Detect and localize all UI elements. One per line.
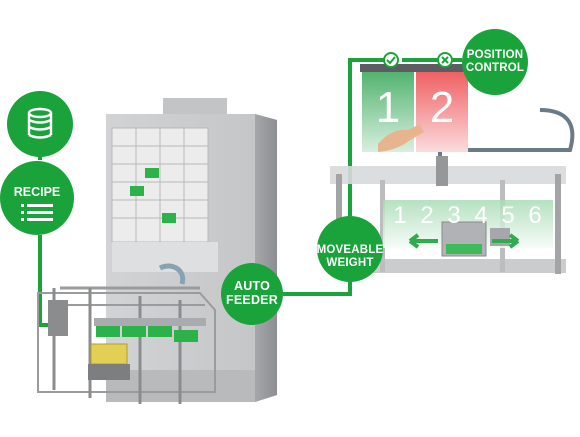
- rig-cable-chain: [438, 108, 575, 164]
- recipe-badge: [0, 91, 74, 235]
- moveable-weight-label-line2: WEIGHT: [326, 257, 374, 269]
- tower-cable-chain: [158, 263, 186, 285]
- database-icon: [27, 107, 53, 139]
- bin-green-1: [145, 168, 159, 178]
- hand-image: [378, 124, 424, 152]
- position-control-label-line1: POSITION: [466, 49, 524, 62]
- position-number-5: 5: [501, 202, 514, 229]
- cross-icon: [441, 56, 449, 64]
- feeder-weighing-unit: [88, 364, 130, 380]
- position-number-1: 1: [393, 202, 406, 229]
- position-control-badge: POSITION CONTROL: [462, 29, 528, 95]
- position-number-3: 3: [447, 202, 460, 229]
- auto-feeder: [37, 286, 216, 404]
- weighing-rig: [330, 108, 575, 274]
- weight-position-numbers: 1 2 3 4 5 6: [393, 202, 541, 229]
- recipe-label: RECIPE: [13, 185, 61, 199]
- recipe-list-circle: [0, 161, 74, 235]
- feeder-belt: [94, 318, 206, 326]
- feeder-panel: [48, 300, 68, 336]
- bin-green-2: [130, 186, 144, 196]
- moveable-weight-label-line1: MOVEABLE: [316, 244, 384, 257]
- tower-top-cap: [163, 98, 227, 114]
- moveable-weight-badge: MOVEABLE WEIGHT: [317, 216, 383, 282]
- shelf-lines: [112, 128, 208, 242]
- move-right-arrow: [492, 233, 520, 249]
- storage-tower: [106, 98, 277, 402]
- auto-feeder-label-line2: FEEDER: [226, 293, 278, 307]
- position-number-2: 2: [420, 202, 433, 229]
- position-signs: [360, 52, 468, 152]
- list-icon: [21, 204, 53, 221]
- auto-feeder-label-line1: AUTO: [234, 279, 270, 294]
- position-control-label-line2: CONTROL: [465, 62, 525, 74]
- connector-auto-moveable: [283, 282, 352, 296]
- reject-sign-number: 2: [430, 83, 454, 132]
- check-icon: [386, 56, 396, 65]
- recipe-database-circle: [7, 91, 73, 157]
- move-left-arrow: [408, 233, 438, 249]
- weighing-cell-tray: [446, 244, 482, 254]
- feeder-green-bins: [96, 325, 198, 342]
- ok-sign-number: 1: [376, 83, 400, 132]
- ok-marker: [383, 52, 399, 68]
- bin-green-3: [162, 213, 176, 223]
- position-number-4: 4: [474, 202, 487, 229]
- connector-moveable-position: [348, 58, 386, 216]
- rig-bottom-rail: [330, 259, 566, 273]
- reject-sign: [416, 72, 468, 152]
- position-number-6: 6: [528, 202, 541, 229]
- feeder-frame: [37, 292, 216, 393]
- feeder-yellow-box: [90, 343, 128, 365]
- tower-side: [255, 114, 277, 402]
- auto-feeder-badge: AUTO FEEDER: [221, 263, 283, 325]
